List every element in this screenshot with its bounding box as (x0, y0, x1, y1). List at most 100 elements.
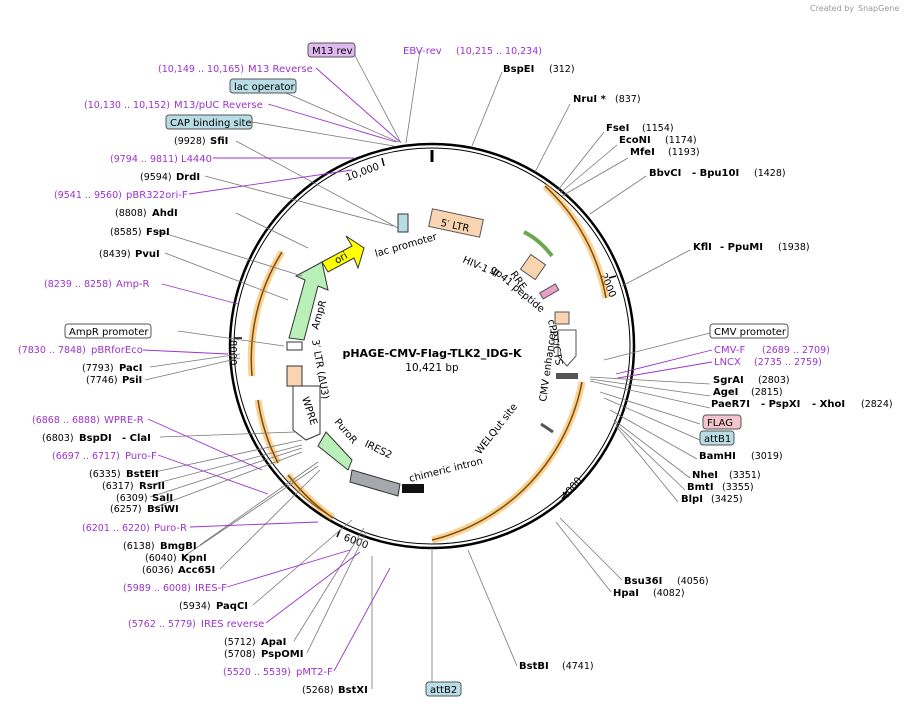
feature-hiv-psi (523, 230, 554, 258)
label-blpi: BlpI (681, 494, 703, 505)
feature-ampr-promoter-inner (286, 341, 303, 351)
label-puror-r: Puro-R (154, 523, 187, 534)
label-apai: ApaI (261, 637, 286, 648)
credit-brand: SnapGene (858, 4, 899, 13)
label-bspdi: BspDI (79, 433, 112, 444)
pos-mfei: (1193) (668, 147, 700, 158)
label-pbr322: pBR322ori-F (126, 190, 188, 201)
pos-rsrii: (6317) (102, 481, 134, 492)
label-cap-site: CAP binding site (170, 118, 252, 129)
label-purof: Puro-F (125, 451, 157, 462)
pos-bstxi: (5268) (302, 685, 334, 696)
pos-blpi: (3425) (711, 494, 743, 505)
label-psii: PsiI (122, 375, 142, 386)
label-econi: EcoNI (619, 135, 651, 146)
plasmid-name: pHAGE-CMV-Flag-TLK2_IDG-K (342, 347, 522, 360)
tick-6000: 6000 (342, 532, 370, 551)
pos-acc65i: (6036) (142, 565, 174, 576)
label-pvui: PvuI (135, 249, 160, 260)
pos-nrui: (837) (615, 94, 641, 105)
label-ampr-promoter: AmpR promoter (69, 327, 149, 338)
pos-bmti: (3355) (722, 482, 754, 493)
pos-bmgbi: (6138) (123, 541, 155, 552)
pos-kpni: (6040) (145, 553, 177, 564)
pos-psii: (7746) (86, 375, 118, 386)
label-paci: PacI (119, 363, 142, 374)
label-chimeric-intron: chimeric intron (408, 456, 484, 485)
credit-prefix: Created by (810, 4, 854, 13)
label-nhei: NheI (692, 470, 718, 481)
pos-bspdi: (6803) (42, 433, 74, 444)
label-lac-operator: lac operator (234, 82, 295, 93)
pos-bamhi: (3019) (751, 451, 783, 462)
label-bspei: BspEI (503, 64, 534, 75)
label-drdi: DrdI (176, 172, 200, 183)
badge-ampr-promoter (64, 323, 152, 339)
pos-nhei: (3351) (729, 470, 761, 481)
feature-wpre (292, 385, 321, 441)
pos-bsteii: (6335) (89, 469, 121, 480)
pos-iresrev: (5762 .. 5779) (128, 619, 196, 630)
feature-ori (321, 235, 365, 273)
label-welqut: WELQut site (474, 402, 520, 457)
label-nrui: NruI * (573, 94, 607, 105)
label-bmgbi: BmgBI (160, 541, 197, 552)
left-leader-lines (144, 140, 399, 689)
pos-ahdi: (8808) (115, 208, 147, 219)
pos-fspi: (8585) (110, 227, 142, 238)
badge-attb2 (425, 681, 462, 697)
pos-m13reverse: (10,149 .. 10,165) (158, 64, 244, 75)
pos-purof: (6697 .. 6717) (52, 451, 120, 462)
label-acc65i: Acc65I (178, 565, 215, 576)
label-pspxi: - PspXI (761, 399, 800, 410)
label-xhoi: - XhoI (812, 399, 845, 410)
label-pmt2f: pMT2-F (296, 667, 333, 678)
pos-bspei: (312) (549, 64, 575, 75)
pos-bstbi: (4741) (562, 661, 594, 672)
pos-ampr-r: (8239 .. 8258) (44, 279, 112, 290)
label-ppumi: - PpuMI (720, 242, 763, 253)
feature-3ltr (286, 365, 303, 387)
badge-cmv-promoter (709, 323, 789, 339)
label-iresrev: IRES reverse (201, 619, 264, 630)
feature-cmv-enhancer (557, 329, 577, 367)
pos-paqci: (5934) (179, 601, 211, 612)
label-pbrforeco: pBRforEco (91, 345, 143, 356)
label-sgrai: SgrAI (713, 375, 744, 386)
label-wpre-r: WPRE-R (104, 415, 144, 426)
pos-pbr322: (9541 .. 9560) (54, 190, 122, 201)
pos-bsiwi: (6257) (110, 504, 142, 515)
feature-gp41 (539, 283, 560, 300)
backbone-inner-ring (233, 147, 631, 545)
pos-sfii: (9928) (174, 136, 206, 147)
badge-m13rev (307, 42, 356, 58)
label-paqci: PaqCI (216, 601, 248, 612)
badge-flag (702, 414, 742, 430)
label-lac-promoter: lac promoter (374, 231, 439, 259)
right-leader-lines (431, 71, 711, 682)
pos-pvui: (8439) (99, 249, 131, 260)
pos-sali: (6309) (116, 493, 148, 504)
left-purple-lines (142, 67, 401, 672)
pos-cmvf: (2689 .. 2709) (762, 345, 830, 356)
pos-pspomi: (5708) (224, 649, 256, 660)
label-fspi: FspI (146, 227, 170, 238)
feature-cppt (554, 311, 570, 325)
pos-iresf: (5989 .. 6008) (123, 583, 191, 594)
feature-5ltr (428, 208, 484, 238)
pos-m13puc: (10,130 .. 10,152) (84, 100, 170, 111)
label-bmti: BmtI (687, 482, 714, 493)
pos-kfli: (1938) (778, 242, 810, 253)
pos-sgrai: (2803) (758, 375, 790, 386)
tick-8000: 8000 (227, 340, 238, 365)
label-cmv-promoter: CMV promoter (714, 327, 787, 338)
pos-paer7i: (2824) (861, 399, 893, 410)
feature-ampr (288, 261, 329, 341)
badge-cap-site (165, 114, 253, 130)
label-ebvrev: EBV-rev (403, 46, 442, 57)
pos-agei: (2815) (751, 387, 783, 398)
label-bamhi: BamHI (699, 451, 736, 462)
label-rsrii: RsrII (139, 481, 165, 492)
tick-10000: 10,000 (344, 162, 381, 184)
